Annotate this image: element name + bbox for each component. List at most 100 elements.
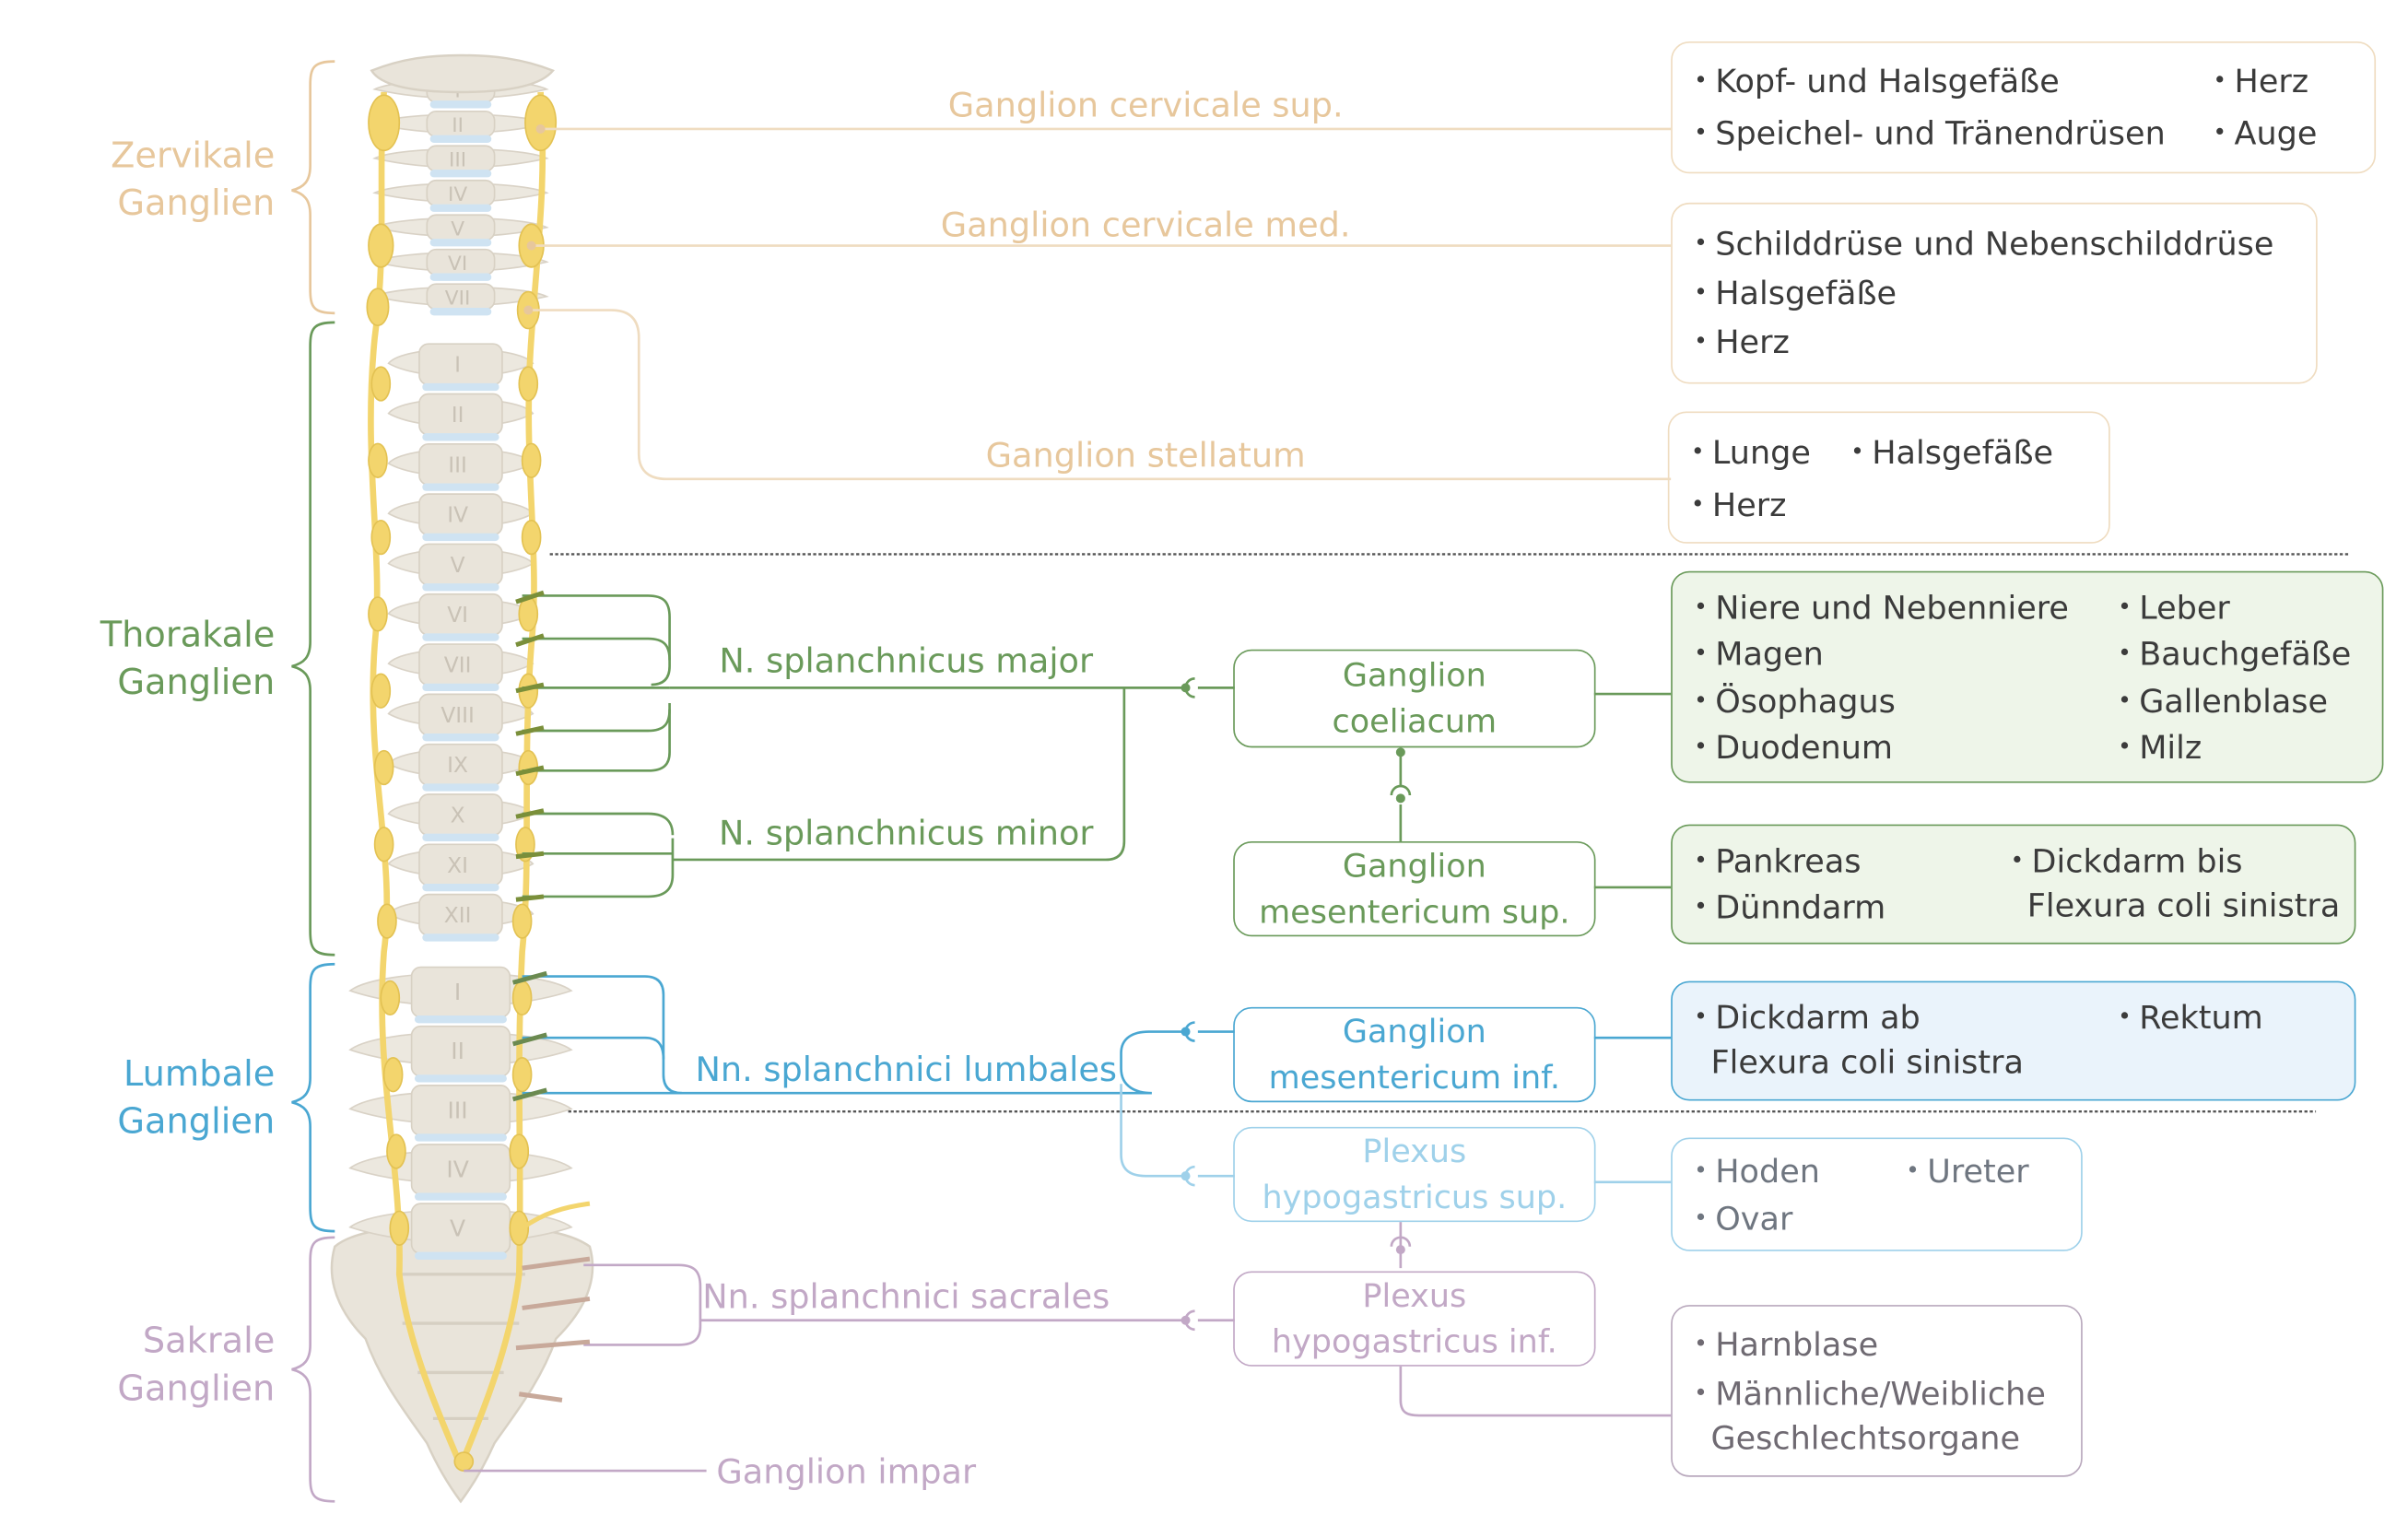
target-hsup-item: Ureter	[1906, 1147, 2028, 1196]
sacral-connectors	[464, 1222, 1672, 1473]
chain-ganglion	[380, 980, 401, 1016]
target-minf-item: Rektum	[2118, 993, 2263, 1042]
vertebra-label: III	[448, 1097, 468, 1123]
target-coel-item: Ösophagus	[1694, 677, 1896, 726]
plexus-hinf-line1: Plexus	[1362, 1277, 1467, 1315]
chain-ganglion	[377, 903, 397, 939]
chain-ganglion	[366, 288, 390, 327]
ganglion-box-mesentericum-sup: Ganglion mesentericum sup.	[1233, 840, 1596, 937]
intervertebral-disc	[422, 783, 499, 792]
nerve-label-impar: Ganglion impar	[716, 1451, 977, 1491]
vertebra-label: XI	[447, 853, 468, 878]
ganglion-box-coeliacum: Ganglion coeliacum	[1233, 649, 1596, 748]
intervertebral-disc	[429, 135, 492, 143]
vertebra-label: IV	[446, 1156, 468, 1182]
brace-thoracic	[291, 321, 335, 957]
target-coel-item: Gallenblase	[2118, 677, 2328, 726]
thoracic-connectors	[522, 594, 1672, 898]
chain-ganglion	[511, 903, 533, 939]
target-hinf-item: Harnblase	[1694, 1321, 1878, 1369]
target-msup-item: Pankreas	[1694, 837, 1861, 886]
vertebra-label: VII	[444, 653, 472, 678]
vertebra-label: VI	[448, 252, 467, 276]
nerve-label-lumb: Nn. splanchnici lumbales	[695, 1050, 1117, 1089]
group-cervical-label-1: Zervikale	[111, 135, 275, 177]
group-sacral-label-2: Ganglien	[117, 1368, 275, 1409]
vertebra-label: V	[451, 553, 465, 578]
chain-ganglion	[370, 366, 392, 402]
ganglion-impar-node	[453, 1451, 475, 1472]
intervertebral-disc	[422, 533, 499, 542]
ganglion-coeliacum-line2: coeliacum	[1332, 703, 1498, 741]
target-box-coeliacum: Niere und Nebenniere Magen Ösophagus Duo…	[1671, 570, 2384, 783]
chain-ganglion	[382, 1057, 404, 1093]
target-gst-item: Lunge	[1691, 428, 1811, 477]
intervertebral-disc	[429, 308, 492, 316]
vertebra-label: V	[451, 217, 464, 241]
intervertebral-disc	[422, 633, 499, 641]
plexus-hinf-line2: hypogastricus inf.	[1271, 1323, 1557, 1361]
vertebra-label: II	[452, 403, 464, 428]
nerve-label-gst: Ganglion stellatum	[986, 435, 1306, 475]
lumbar-connectors	[522, 975, 1672, 1095]
vertebra-label: VII	[445, 287, 471, 310]
vertebra-label: II	[451, 1038, 464, 1064]
plexus-box-hypogastricus-sup: Plexus hypogastricus sup.	[1233, 1126, 1596, 1223]
nerve-label-gcs: Ganglion cervicale sup.	[948, 86, 1344, 125]
vertebra-label: IX	[447, 753, 468, 778]
target-msup-item-cont: Flexura coli sinistra	[2026, 886, 2341, 924]
atlas	[370, 53, 555, 94]
chain-ganglion	[389, 1210, 410, 1246]
ganglion-coeliacum-line1: Ganglion	[1342, 657, 1486, 695]
group-cervical-label-2: Ganglien	[117, 182, 275, 224]
target-minf-item-cont: Flexura coli sinistra	[1710, 1043, 2024, 1081]
brace-sacral	[291, 1236, 335, 1503]
plexus-box-hypogastricus-inf: Plexus hypogastricus inf.	[1233, 1271, 1596, 1367]
target-box-hypogastricus-sup: Hoden Ovar Ureter	[1671, 1137, 2083, 1251]
spine-illustration: IIIIIIIVVVIVIIIIIIIIIVVVIVIIVIIIIXXXIXII…	[330, 53, 594, 1504]
vertebra-label: II	[452, 114, 464, 137]
vertebra-label: IV	[448, 183, 467, 206]
ganglion-minf-line2: mesentericum inf.	[1268, 1059, 1561, 1097]
target-gcs-item: Herz	[2213, 57, 2309, 106]
nerve-labels: Ganglion cervicale sup. Ganglion cervica…	[695, 86, 1350, 1492]
chain-ganglion	[524, 94, 558, 152]
group-sacral-label-1: Sakrale	[143, 1321, 275, 1362]
target-gcs-item: Speichel- und Tränendrüsen	[1694, 109, 2166, 158]
target-gcm-item: Herz	[1694, 318, 1790, 367]
group-labels: Zervikale Ganglien Thorakale Ganglien Lu…	[100, 135, 276, 1410]
vertebra-label: VI	[447, 603, 468, 628]
target-coel-item: Niere und Nebenniere	[1694, 583, 2069, 632]
chain-ganglion	[386, 1133, 406, 1169]
intervertebral-disc	[429, 204, 492, 212]
cervical-connectors	[528, 127, 1672, 481]
ganglion-box-mesentericum-inf: Ganglion mesentericum inf.	[1233, 1006, 1596, 1103]
vertebra-label: V	[450, 1215, 465, 1242]
intervertebral-disc	[422, 683, 499, 692]
intervertebral-disc	[429, 239, 492, 247]
vertebra-label: VIII	[440, 703, 475, 728]
chain-ganglion	[368, 94, 401, 152]
group-lumbar-label-2: Ganglien	[117, 1101, 275, 1143]
target-coel-item: Magen	[1694, 629, 1824, 678]
vertebra-label: I	[454, 353, 461, 378]
intervertebral-disc	[414, 1074, 507, 1083]
intervertebral-disc	[429, 100, 492, 109]
intervertebral-disc	[422, 734, 499, 742]
target-coel-item: Leber	[2118, 583, 2230, 632]
intervertebral-disc	[429, 273, 492, 281]
target-box-mesentericum-sup: Pankreas Dünndarm Dickdarm bis Flexura c…	[1671, 824, 2356, 945]
target-gcm-item: Halsgefäße	[1694, 269, 1897, 318]
chain-ganglion	[521, 519, 542, 556]
intervertebral-disc	[414, 1251, 507, 1260]
target-msup-item: Dünndarm	[1694, 883, 1885, 932]
vertebra-label: III	[448, 452, 467, 477]
target-hinf-item-cont: Geschlechtsorgane	[1710, 1420, 2020, 1458]
vertebra-label: XII	[444, 903, 472, 928]
intervertebral-disc	[422, 583, 499, 592]
target-gcs-item: Kopf- und Halsgefäße	[1694, 57, 2060, 106]
target-coel-item: Duodenum	[1694, 723, 1893, 772]
target-box-gcm: Schilddrüse und Nebenschilddrüse Halsgef…	[1671, 202, 2318, 384]
ganglion-msup-line2: mesentericum sup.	[1259, 893, 1570, 931]
intervertebral-disc	[422, 833, 499, 841]
